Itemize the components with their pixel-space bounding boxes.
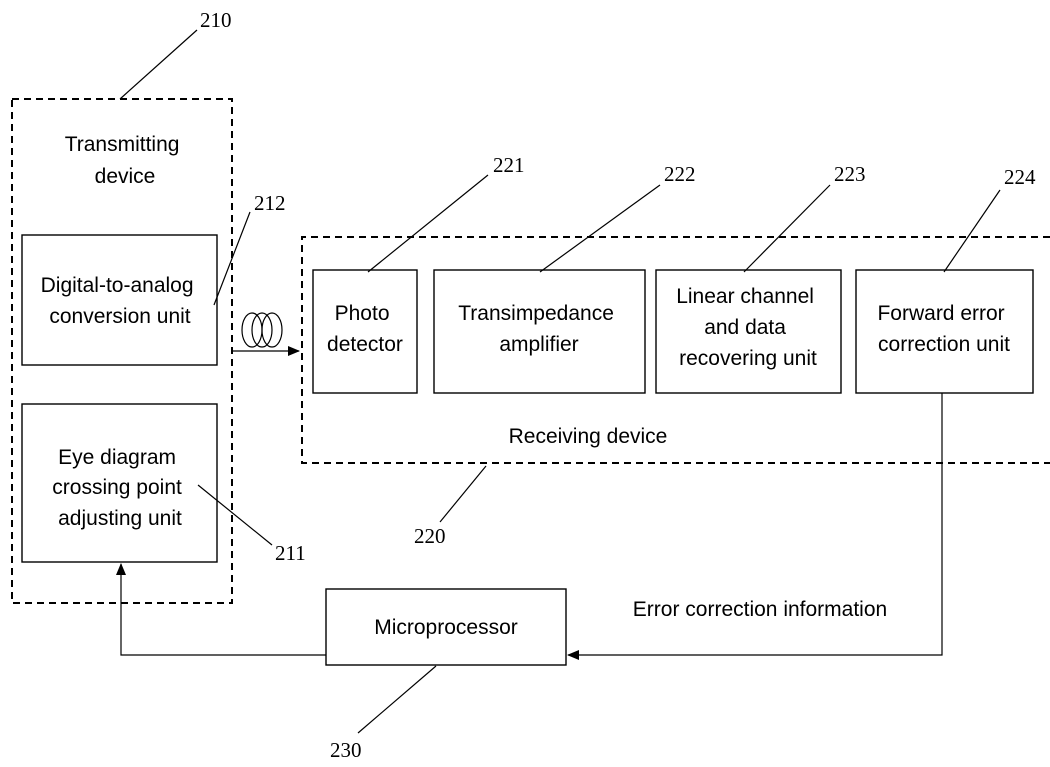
- transimpedance-amplifier-box: [433, 269, 646, 394]
- ref-212: 212: [254, 191, 286, 215]
- receiving-device-boundary: [301, 236, 1050, 464]
- leader-212: [213, 211, 251, 306]
- error-info-arrow: [567, 393, 943, 660]
- eye-diagram-unit-label: Eye diagram crossing point adjusting uni…: [52, 446, 187, 530]
- ref-223: 223: [834, 162, 866, 186]
- ref-224: 224: [1004, 165, 1036, 189]
- control-arrow: [116, 563, 326, 656]
- ref-222: 222: [664, 162, 696, 186]
- fiber-coil-icon: [241, 312, 283, 348]
- transimpedance-amplifier-label: Transimpedance amplifier: [458, 302, 619, 356]
- fec-unit-box: [855, 269, 1034, 394]
- leader-211: [197, 484, 273, 546]
- leader-220: [439, 465, 487, 523]
- ref-211: 211: [275, 541, 306, 565]
- photo-detector-box: [312, 269, 418, 394]
- linear-channel-unit-label: Linear channel and data recovering unit: [676, 285, 820, 370]
- ref-210: 210: [200, 8, 232, 32]
- leader-230: [357, 665, 437, 734]
- dac-unit-label: Digital-to-analog conversion unit: [41, 274, 200, 328]
- microprocessor-label: Microprocessor: [374, 616, 518, 639]
- transmitting-device-title: Transmitting device: [65, 133, 186, 188]
- ref-220: 220: [414, 524, 446, 548]
- error-correction-info-label: Error correction information: [633, 598, 887, 621]
- microprocessor-box: [325, 588, 567, 666]
- leader-210: [119, 29, 198, 100]
- photo-detector-label: Photo detector: [327, 302, 403, 356]
- ref-221: 221: [493, 153, 525, 177]
- dac-unit-box: [21, 234, 218, 366]
- leader-221: [367, 174, 489, 273]
- receiving-device-label: Receiving device: [509, 425, 668, 448]
- leader-223: [743, 184, 831, 273]
- leader-224: [943, 189, 1001, 273]
- linear-channel-unit-box: [655, 269, 842, 394]
- eye-diagram-unit-box: [21, 403, 218, 563]
- fec-unit-label: Forward error correction unit: [877, 302, 1010, 356]
- leader-222: [539, 184, 661, 273]
- ref-230: 230: [330, 738, 362, 762]
